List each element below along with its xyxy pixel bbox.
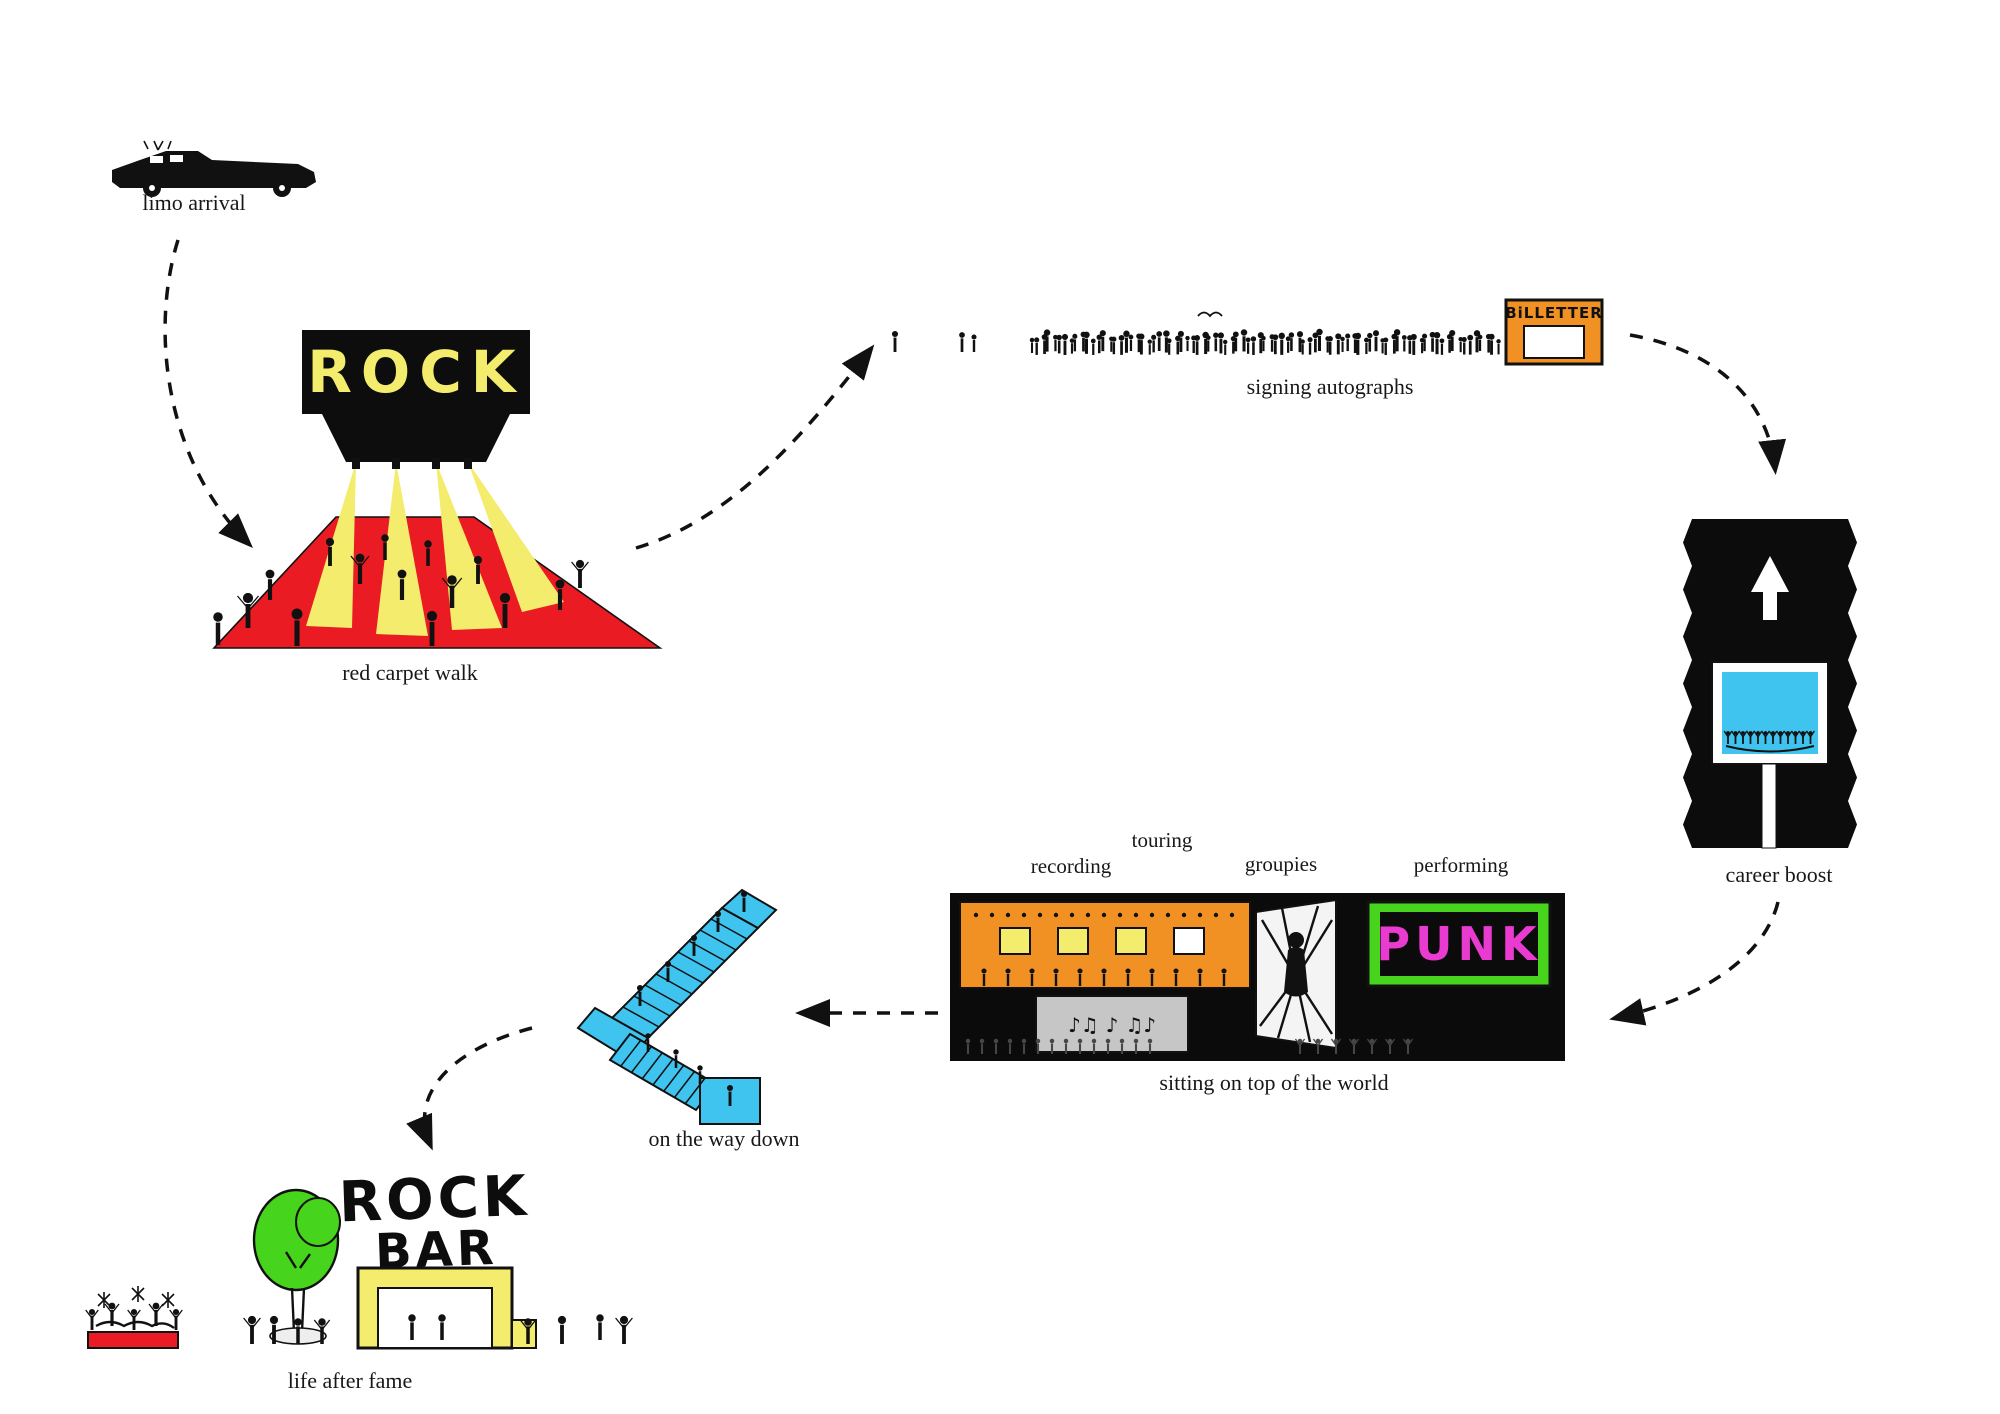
arrow-carpet-to-autographs	[635, 344, 875, 550]
autograph-queue-crowd	[891, 328, 1501, 355]
topworld-label: sitting on top of the world	[1159, 1070, 1389, 1095]
rock-sign-text: ROCK	[307, 338, 524, 406]
red-bench	[87, 1331, 179, 1349]
studio-dials	[973, 912, 1235, 918]
touring-label: touring	[1131, 828, 1193, 852]
waydown-label: on the way down	[648, 1126, 800, 1151]
concert-crowd-line	[1725, 745, 1815, 753]
limo-hubcap	[279, 185, 285, 191]
concert-sign-crowd	[1723, 730, 1815, 744]
tree-trunk	[284, 1251, 311, 1333]
music-notes: ♪♫ ♪ ♫♪	[1068, 1013, 1156, 1037]
spotlight-fixture	[392, 458, 400, 469]
tree-icon-bump	[295, 1197, 341, 1247]
spotlight-fixture	[464, 458, 472, 469]
ticket-booth-text: BiLLETTER	[1505, 304, 1603, 322]
arrow-limo-to-carpet	[163, 239, 253, 548]
red-carpet	[212, 516, 663, 649]
rock-sign-base	[322, 414, 510, 462]
limo-antenna	[143, 140, 172, 151]
limo-window	[150, 156, 163, 163]
red-carpet-scene: ROCK	[212, 330, 663, 649]
ticket-booth-window	[1523, 325, 1585, 359]
studio-window	[1173, 927, 1205, 955]
bar-counter-opening	[377, 1287, 493, 1349]
bar-crowd	[243, 1314, 633, 1344]
limo-hubcap	[149, 185, 155, 191]
red-carpet-crowd	[213, 534, 589, 646]
up-arrow-icon	[1751, 556, 1789, 620]
bird-scribble-icon	[1197, 311, 1223, 318]
studio-window	[999, 927, 1031, 955]
spotlight-beam	[376, 462, 428, 636]
rock-sign-board	[302, 330, 530, 414]
autographs-label: signing autographs	[1246, 374, 1414, 399]
recording-label: recording	[1030, 854, 1112, 878]
afterfame-label: life after fame	[287, 1368, 413, 1393]
stairs-top-platform	[720, 888, 778, 930]
career-boost-scene	[1683, 519, 1857, 849]
spotlight-fixture	[432, 458, 440, 469]
groupie-silhouette-head	[1288, 932, 1304, 948]
limo-window	[170, 155, 183, 162]
studio-window	[1057, 927, 1089, 955]
spotlight-beam	[468, 462, 564, 612]
studio-window	[1115, 927, 1147, 955]
studio-crowd	[981, 968, 1227, 986]
limo-label: limo arrival	[142, 190, 246, 215]
career-label: career boost	[1725, 862, 1833, 887]
punk-sign-inner	[1380, 912, 1538, 976]
autograph-scene: BiLLETTER	[891, 298, 1604, 366]
groupie-silhouette-body	[1284, 947, 1308, 997]
rock-bar-scene: ROCK BAR	[85, 1164, 633, 1350]
bar-sign-top: ROCK	[338, 1164, 531, 1236]
arrow-autographs-to-career	[1629, 333, 1787, 475]
left-scribble-marks	[85, 1286, 183, 1330]
concert-sign	[1722, 672, 1818, 754]
groupies-label: groupies	[1244, 852, 1318, 876]
spotlight-fixture	[352, 458, 360, 469]
red-carpet-label: red carpet walk	[342, 660, 478, 685]
sign-pole	[1761, 763, 1777, 849]
arrow-stairs-to-bar	[406, 1026, 533, 1151]
top-of-world-scene: ♪♫ ♪ ♫♪ PUNK	[950, 893, 1565, 1061]
performing-label: performing	[1413, 853, 1509, 877]
flow-arrows	[163, 239, 1787, 1151]
limo-scene	[112, 140, 316, 197]
punk-sign-text: PUNK	[1376, 917, 1541, 971]
bench-figures-scribble	[95, 1320, 175, 1329]
music-box	[1035, 995, 1189, 1053]
stairs-crowd	[636, 890, 748, 1106]
stage-panel-crowd	[965, 1038, 1414, 1054]
arrow-career-to-topworld	[1609, 901, 1780, 1026]
stairs-scene	[576, 888, 778, 1125]
